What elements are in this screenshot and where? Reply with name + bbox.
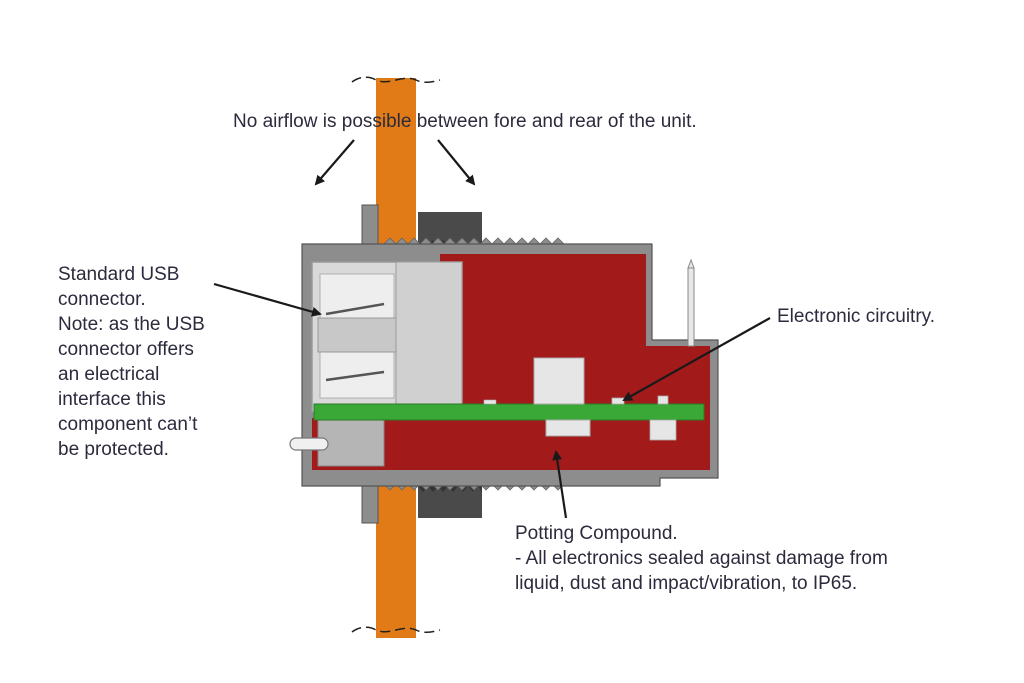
potting-annotation-line: liquid, dust and impact/vibration, to IP… xyxy=(515,573,858,594)
potting-annotation-line: - All electronics sealed against damage … xyxy=(515,548,888,569)
usb-connector-rear-body xyxy=(395,261,463,413)
usb-annotation-line: be protected. xyxy=(58,439,169,460)
rear-header-pin xyxy=(687,267,695,347)
usb-annotation-line: component can’t xyxy=(58,414,198,435)
usb-connector-tongue xyxy=(317,317,399,353)
usb-annotation-line: interface this xyxy=(58,389,166,410)
front-flange-upper xyxy=(361,204,379,251)
usb-lower-shell xyxy=(317,419,385,467)
pcb-board xyxy=(313,403,705,421)
potting-annotation-line: Potting Compound. xyxy=(515,523,678,544)
panel-lower-section xyxy=(376,478,416,638)
pcb-component-underside xyxy=(545,419,591,437)
usb-annotation-line: Standard USB xyxy=(58,264,180,285)
potting-callout-arrow xyxy=(552,450,568,519)
pcb-component-tiny xyxy=(483,399,497,405)
usb-annotation-line: connector offers xyxy=(58,339,194,360)
airflow-arrow-left xyxy=(314,139,355,186)
pcb-component-small-a xyxy=(611,397,625,405)
pcb-component-lower-right xyxy=(649,419,677,441)
airflow-arrow-right xyxy=(437,139,476,186)
rear-header-pin-tip xyxy=(687,258,695,269)
usb-contact-spring-upper xyxy=(325,302,385,316)
circuitry-callout-arrow xyxy=(622,317,771,401)
panel-top-break-line xyxy=(351,76,441,84)
panel-bottom-break-line xyxy=(351,626,441,634)
mounting-nut-lower xyxy=(418,486,482,518)
usb-annotation-line: connector. xyxy=(58,289,146,310)
usb-mounting-pin xyxy=(289,437,329,451)
usb-callout-arrow xyxy=(213,282,322,317)
usb-annotation-line: Note: as the USB xyxy=(58,314,205,335)
usb-connector-annotation: Standard USB connector. Note: as the USB… xyxy=(58,262,205,462)
panel-upper-section xyxy=(376,78,416,263)
usb-annotation-line: an electrical xyxy=(58,364,160,385)
panel-wall xyxy=(351,76,441,638)
pcb-component-tall xyxy=(533,357,585,405)
potting-compound-annotation: Potting Compound. - All electronics seal… xyxy=(515,521,888,596)
electronic-circuitry-annotation: Electronic circuitry. xyxy=(777,306,936,327)
pcb-component-small-b xyxy=(657,395,669,405)
usb-contact-spring-lower xyxy=(325,370,385,382)
airflow-annotation: No airflow is possible between fore and … xyxy=(233,111,697,132)
